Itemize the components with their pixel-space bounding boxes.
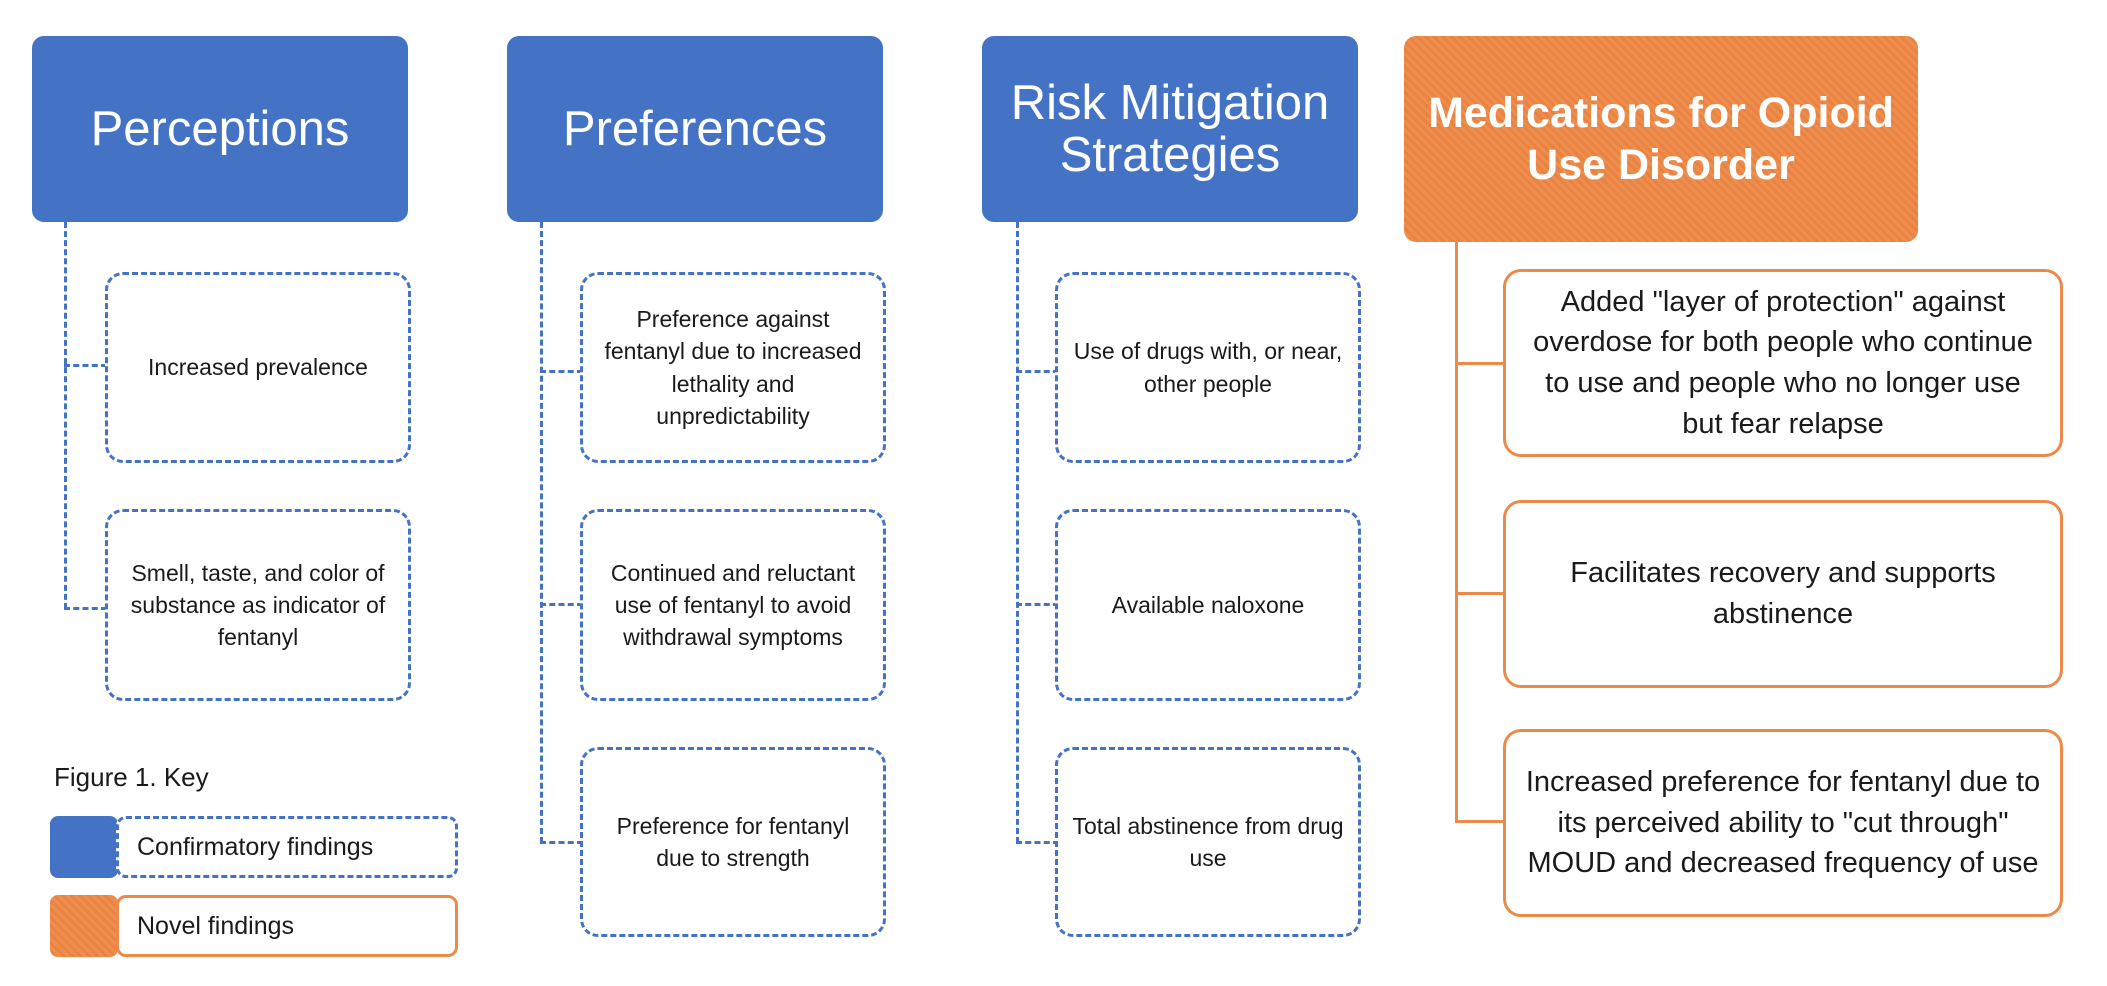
header-preferences: Preferences — [507, 36, 883, 222]
finding-preferences-2: Continued and reluctant use of fentanyl … — [580, 509, 886, 701]
connector-perceptions-2 — [64, 607, 107, 610]
finding-perceptions-2: Smell, taste, and color of substance as … — [105, 509, 411, 701]
connector-preferences-trunk — [540, 222, 543, 843]
connector-preferences-3 — [540, 841, 583, 844]
finding-risk-2: Available naloxone — [1055, 509, 1361, 701]
header-risk-mitigation: Risk Mitigation Strategies — [982, 36, 1358, 222]
key-swatch-novel — [50, 895, 118, 957]
connector-perceptions-trunk — [64, 222, 67, 609]
connector-moud-2 — [1455, 592, 1506, 595]
connector-preferences-1 — [540, 370, 583, 373]
finding-moud-3: Increased preference for fentanyl due to… — [1503, 729, 2063, 917]
finding-risk-3: Total abstinence from drug use — [1055, 747, 1361, 937]
finding-moud-1: Added "layer of protection" against over… — [1503, 269, 2063, 457]
connector-preferences-2 — [540, 603, 583, 606]
key-title: Figure 1. Key — [54, 762, 209, 792]
connector-perceptions-1 — [64, 364, 107, 367]
finding-risk-1: Use of drugs with, or near, other people — [1055, 272, 1361, 463]
finding-moud-2: Facilitates recovery and supports abstin… — [1503, 500, 2063, 688]
key-label-confirmatory: Confirmatory findings — [116, 816, 458, 878]
finding-preferences-3: Preference for fentanyl due to strength — [580, 747, 886, 937]
connector-risk-3 — [1016, 841, 1059, 844]
key-label-novel: Novel findings — [116, 895, 458, 957]
header-perceptions: Perceptions — [32, 36, 408, 222]
connector-risk-1 — [1016, 370, 1059, 373]
connector-risk-2 — [1016, 603, 1059, 606]
key-swatch-confirmatory — [50, 816, 118, 878]
finding-perceptions-1: Increased prevalence — [105, 272, 411, 463]
finding-preferences-1: Preference against fentanyl due to incre… — [580, 272, 886, 463]
connector-moud-3 — [1455, 820, 1506, 823]
header-moud: Medications for Opioid Use Disorder — [1404, 36, 1918, 242]
connector-moud-trunk — [1455, 242, 1458, 822]
connector-risk-trunk — [1016, 222, 1019, 843]
connector-moud-1 — [1455, 362, 1506, 365]
